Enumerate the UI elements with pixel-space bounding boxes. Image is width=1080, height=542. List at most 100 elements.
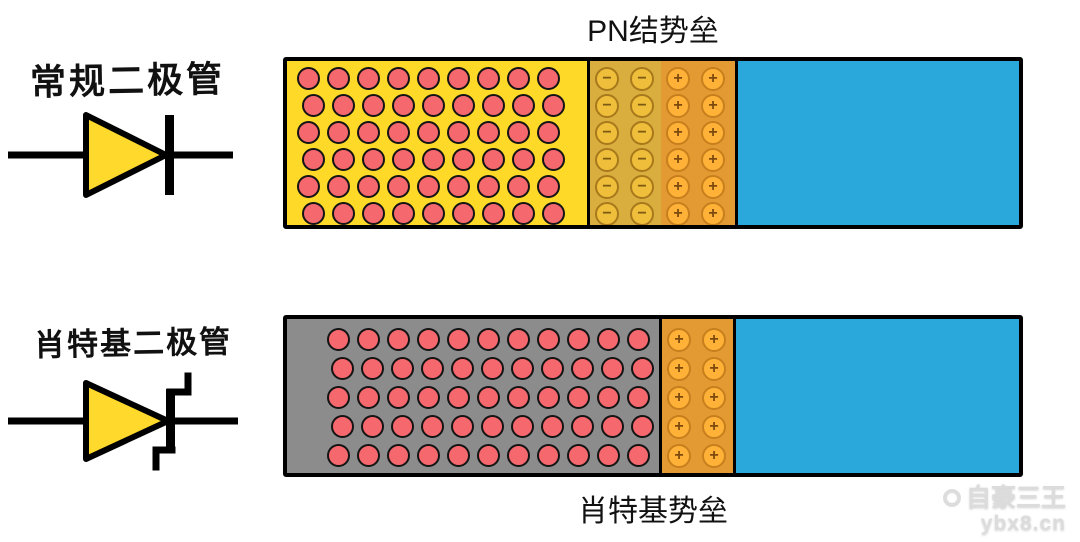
hole-circle — [302, 202, 325, 225]
hole-circle — [627, 386, 650, 409]
hole-circle — [387, 121, 410, 144]
hole-circle — [542, 202, 565, 225]
watermark-name-text: 自豪三王 — [965, 484, 1066, 513]
plus-circle: + — [667, 415, 691, 439]
hole-circle — [482, 202, 505, 225]
hole-circle — [627, 444, 650, 467]
hole-circle — [417, 444, 440, 467]
minus-circle: − — [630, 148, 654, 172]
hole-circle — [537, 67, 560, 90]
hole-circle — [327, 386, 350, 409]
hole-circle — [327, 444, 350, 467]
hole-circle — [447, 175, 470, 198]
plus-circle: + — [701, 148, 725, 172]
hole-circle — [567, 444, 590, 467]
hole-circle — [451, 415, 474, 438]
hole-circle — [451, 357, 474, 380]
watermark-url: ybx8.cn — [980, 512, 1066, 536]
hole-circle — [477, 444, 500, 467]
regular-diode-label: 常规二极管 — [29, 58, 226, 103]
hole-circle — [422, 148, 445, 171]
hole-circle — [447, 328, 470, 351]
plus-circle: + — [701, 67, 725, 91]
hole-circle — [297, 175, 320, 198]
hole-circle — [452, 94, 475, 117]
hole-circle — [627, 328, 650, 351]
hole-circle — [387, 328, 410, 351]
plus-circle: + — [666, 175, 690, 199]
plus-circle: + — [667, 386, 691, 410]
pn-junction-barrier-label: PN结势垒 — [587, 15, 719, 48]
hole-circle — [422, 94, 445, 117]
plus-circle: + — [702, 357, 726, 381]
minus-circle: − — [595, 94, 619, 118]
hole-circle — [387, 444, 410, 467]
hole-circle — [601, 357, 624, 380]
plus-circle: + — [701, 202, 725, 225]
hole-circle — [392, 202, 415, 225]
plus-circle: + — [702, 328, 726, 352]
minus-circle: − — [595, 67, 619, 91]
watermark-name: 自豪三王 — [942, 484, 1066, 513]
hole-circle — [481, 415, 504, 438]
plus-circle: + — [702, 386, 726, 410]
hole-circle — [477, 121, 500, 144]
hole-circle — [391, 415, 414, 438]
hole-circle — [387, 175, 410, 198]
hole-circle — [481, 357, 504, 380]
hole-circle — [601, 415, 624, 438]
watermark-logo-icon — [942, 489, 961, 508]
plus-circle: + — [666, 94, 690, 118]
regular-diode-symbol-icon — [8, 112, 233, 198]
hole-circle — [417, 328, 440, 351]
hole-circle — [391, 357, 414, 380]
hole-circle — [507, 175, 530, 198]
hole-circle — [392, 94, 415, 117]
hole-circle — [477, 175, 500, 198]
minus-circle: − — [595, 121, 619, 145]
hole-circle — [631, 357, 654, 380]
hole-circle — [362, 202, 385, 225]
hole-circle — [482, 94, 505, 117]
hole-circle — [507, 328, 530, 351]
hole-circle — [537, 121, 560, 144]
minus-circle: − — [630, 121, 654, 145]
hole-circle — [361, 415, 384, 438]
hole-circle — [332, 148, 355, 171]
minus-circle: − — [595, 148, 619, 172]
hole-circle — [447, 386, 470, 409]
hole-circle — [392, 148, 415, 171]
schottky-diode-label: 肖特基二极管 — [33, 324, 233, 363]
hole-circle — [597, 444, 620, 467]
plus-circle: + — [667, 444, 691, 468]
plus-circle: + — [702, 415, 726, 439]
hole-circle — [447, 121, 470, 144]
hole-circle — [361, 357, 384, 380]
hole-circle — [571, 415, 594, 438]
hole-circle — [511, 415, 534, 438]
hole-circle — [422, 202, 445, 225]
n-region — [733, 319, 1019, 473]
hole-circle — [477, 67, 500, 90]
plus-circle: + — [667, 357, 691, 381]
hole-circle — [447, 444, 470, 467]
hole-circle — [297, 67, 320, 90]
hole-circle — [387, 386, 410, 409]
hole-circle — [512, 94, 535, 117]
hole-circle — [537, 175, 560, 198]
hole-circle — [417, 67, 440, 90]
hole-circle — [512, 202, 535, 225]
schottky-diode-symbol-icon — [8, 372, 238, 471]
hole-circle — [327, 328, 350, 351]
hole-circle — [537, 328, 560, 351]
hole-circle — [417, 386, 440, 409]
minus-circle: − — [630, 94, 654, 118]
hole-circle — [507, 67, 530, 90]
hole-circle — [567, 328, 590, 351]
hole-circle — [332, 202, 355, 225]
hole-circle — [327, 121, 350, 144]
hole-circle — [542, 94, 565, 117]
schottky-barrier-label: 肖特基势垒 — [578, 495, 728, 528]
hole-circle — [362, 94, 385, 117]
minus-circle: − — [595, 175, 619, 199]
